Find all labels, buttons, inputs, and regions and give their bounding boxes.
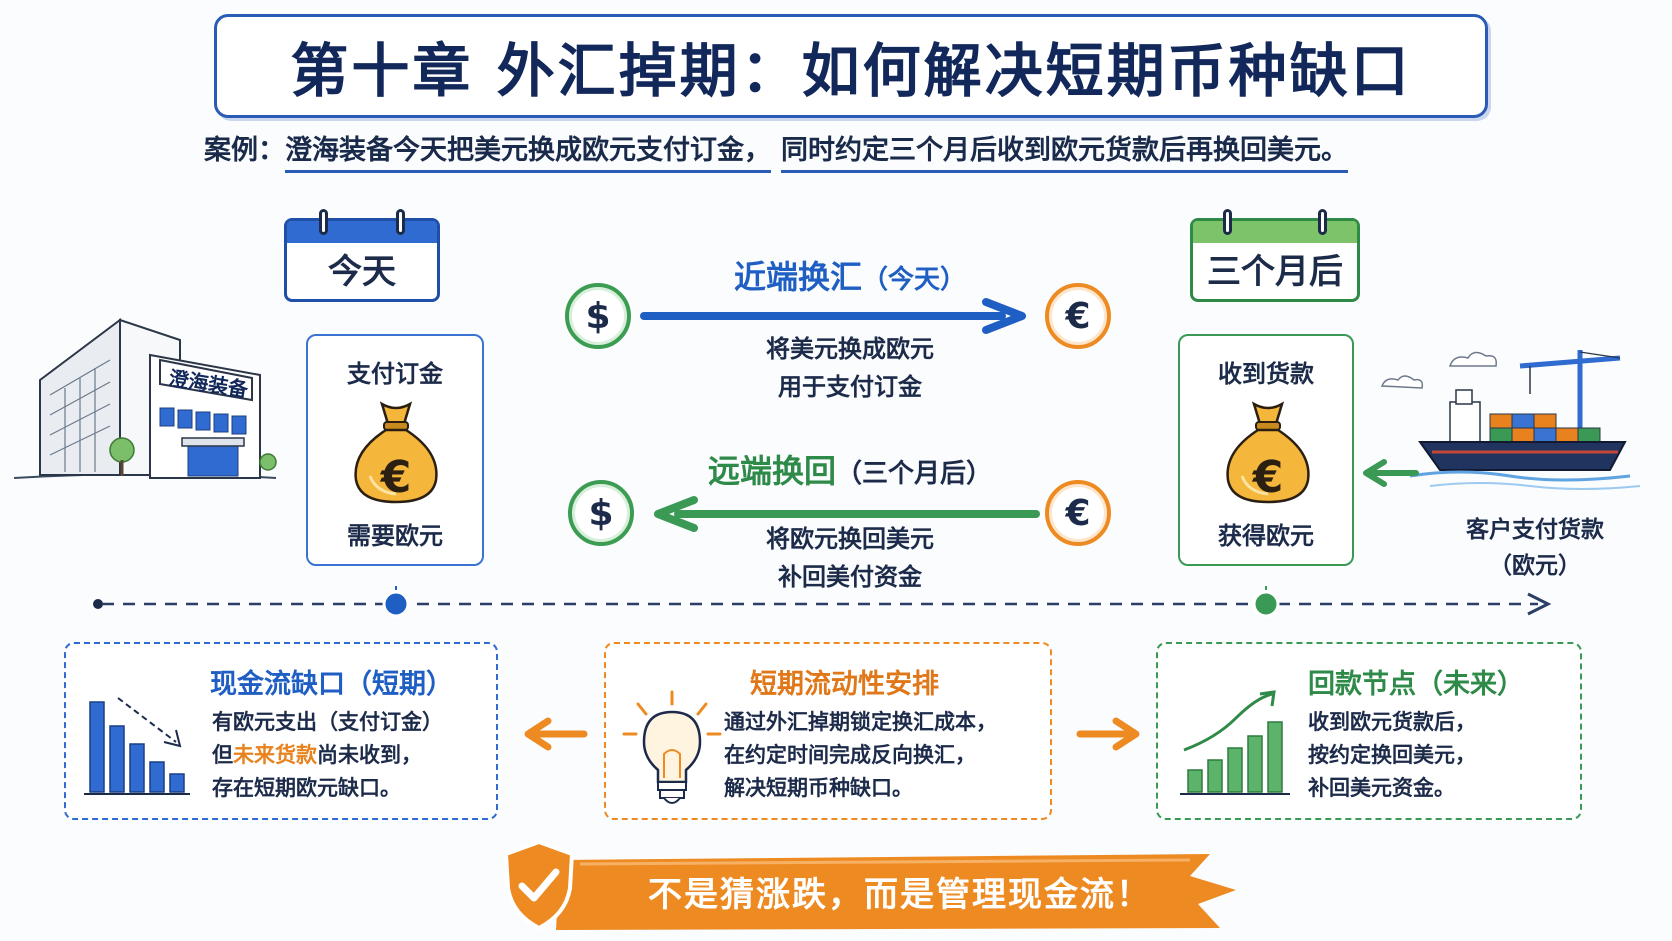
- arrow-right-icon: [640, 298, 1026, 334]
- near-to-symbol: €: [1065, 295, 1091, 337]
- far-from-symbol: €: [1065, 492, 1091, 534]
- case-part1: 澄海装备今天把美元换成欧元支付订金，: [285, 135, 771, 173]
- money-bag-icon: [354, 401, 438, 504]
- customer-payment: 客户支付货款 （欧元）: [1440, 512, 1630, 584]
- box-liquidity-text: 通过外汇掉期锁定换汇成本， 在约定时间完成反向换汇， 解决短期币种缺口。: [724, 706, 997, 805]
- card-later-top: 收到货款: [1218, 360, 1314, 388]
- timeline-icon: [93, 586, 1552, 618]
- money-bag-icon: [1226, 401, 1310, 504]
- far-leg-desc: 将欧元换回美元 补回美付资金: [660, 520, 1040, 596]
- dollar-coin-icon: $: [565, 283, 631, 349]
- bar-chart-down-icon: [84, 697, 190, 795]
- box-liquidity-title: 短期流动性安排: [750, 669, 939, 700]
- euro-coin-icon: €: [1045, 283, 1111, 349]
- box-gap-line2-post: 尚未收到，: [317, 743, 422, 767]
- calendar-icon: [1193, 221, 1357, 243]
- building-icon: [13, 318, 277, 479]
- near-from-symbol: $: [585, 295, 611, 337]
- box-cashflow-gap: 现金流缺口（短期） 有欧元支出（支付订金） 但未来货款尚未收到， 存在短期欧元缺…: [64, 642, 498, 820]
- box-repayment: 回款节点（未来） 收到欧元货款后， 按约定换回美元， 补回美元资金。: [1156, 642, 1582, 820]
- far-leg-title-main: 远端换回: [707, 452, 836, 490]
- far-to-symbol: $: [588, 492, 614, 534]
- card-today-bottom: 需要欧元: [347, 522, 443, 550]
- calendar-icon: [287, 221, 437, 243]
- money-bag-symbol: €: [1252, 452, 1284, 503]
- calendar-later: 三个月后: [1190, 209, 1360, 302]
- case-part2: 同时约定三个月后收到欧元货款后再换回美元。: [781, 135, 1348, 173]
- box-gap-text: 有欧元支出（支付订金） 但未来货款尚未收到， 存在短期欧元缺口。: [212, 706, 443, 805]
- money-bag-symbol: €: [380, 452, 412, 503]
- shield-check-icon: [503, 839, 575, 931]
- box-gap-line2: 但未来货款尚未收到，: [212, 739, 443, 772]
- card-later-bottom: 获得欧元: [1218, 522, 1314, 550]
- page-title: 第十章 外汇掉期：如何解决短期币种缺口: [290, 37, 1412, 105]
- box-gap-line3: 存在短期欧元缺口。: [212, 776, 401, 800]
- arrow-left-icon: [1363, 459, 1419, 487]
- box-gap-highlight: 未来货款: [233, 743, 317, 767]
- slogan-banner: [556, 854, 1236, 930]
- customer-line2: （欧元）: [1489, 553, 1581, 579]
- cloud-icon: [1380, 375, 1424, 389]
- card-today: 支付订金 € 需要欧元: [306, 334, 484, 566]
- box-repay-text: 收到欧元货款后， 按约定换回美元， 补回美元资金。: [1308, 706, 1476, 805]
- near-leg-desc: 将美元换成欧元 用于支付订金: [660, 330, 1040, 406]
- box-liquidity: 短期流动性安排 通过外汇掉期锁定换汇成本， 在约定时间完成反向换汇， 解决短期币…: [604, 642, 1052, 820]
- arrow-left-icon: [524, 717, 588, 751]
- box-repay-line3: 补回美元资金。: [1308, 776, 1455, 800]
- box-liquidity-line2: 在约定时间完成反向换汇，: [724, 743, 976, 767]
- box-liquidity-line1: 通过外汇掉期锁定换汇成本，: [724, 710, 997, 734]
- far-leg-desc-2: 补回美付资金: [778, 563, 922, 591]
- arrow-left-icon: [654, 496, 1040, 532]
- near-leg-desc-2: 用于支付订金: [778, 373, 922, 401]
- far-leg-title-paren: （三个月后）: [836, 459, 993, 489]
- customer-line1: 客户支付货款: [1466, 517, 1604, 543]
- bar-chart-up-icon: [1180, 690, 1290, 795]
- case-description: 案例：澄海装备今天把美元换成欧元支付订金， 同时约定三个月后收到欧元货款后再换回美…: [204, 128, 1504, 174]
- box-liquidity-line3: 解决短期币种缺口。: [724, 776, 913, 800]
- case-prefix: 案例：: [204, 135, 285, 166]
- box-gap-title: 现金流缺口（短期）: [210, 669, 453, 700]
- title-box: 第十章 外汇掉期：如何解决短期币种缺口: [214, 14, 1488, 118]
- slogan-text: 不是猜涨跌，而是管理现金流！: [648, 874, 1152, 915]
- card-later: 收到货款 € 获得欧元: [1178, 334, 1354, 566]
- near-leg-title-paren: （今天）: [862, 265, 967, 295]
- calendar-later-label: 三个月后: [1207, 251, 1343, 292]
- box-gap-line1: 有欧元支出（支付订金）: [212, 710, 443, 734]
- dollar-coin-icon: $: [568, 480, 634, 546]
- near-leg-desc-1: 将美元换成欧元: [766, 335, 934, 363]
- box-repay-title: 回款节点（未来）: [1308, 669, 1524, 700]
- near-leg-title: 近端换汇（今天）: [660, 252, 1040, 298]
- cargo-ship-icon: [1380, 350, 1641, 490]
- card-today-top: 支付订金: [347, 360, 443, 388]
- lightbulb-icon: [622, 690, 722, 804]
- calendar-today: 今天: [284, 209, 440, 302]
- far-leg-desc-1: 将欧元换回美元: [766, 525, 934, 553]
- calendar-today-label: 今天: [328, 251, 396, 292]
- box-repay-line2: 按约定换回美元，: [1308, 743, 1476, 767]
- far-leg-title: 远端换回（三个月后）: [650, 446, 1050, 492]
- cloud-icon: [1448, 351, 1498, 367]
- box-gap-line2-pre: 但: [212, 743, 233, 767]
- near-leg-title-main: 近端换汇: [733, 258, 862, 296]
- box-repay-line1: 收到欧元货款后，: [1308, 710, 1476, 734]
- arrow-right-icon: [1076, 717, 1140, 751]
- euro-coin-icon: €: [1045, 480, 1111, 546]
